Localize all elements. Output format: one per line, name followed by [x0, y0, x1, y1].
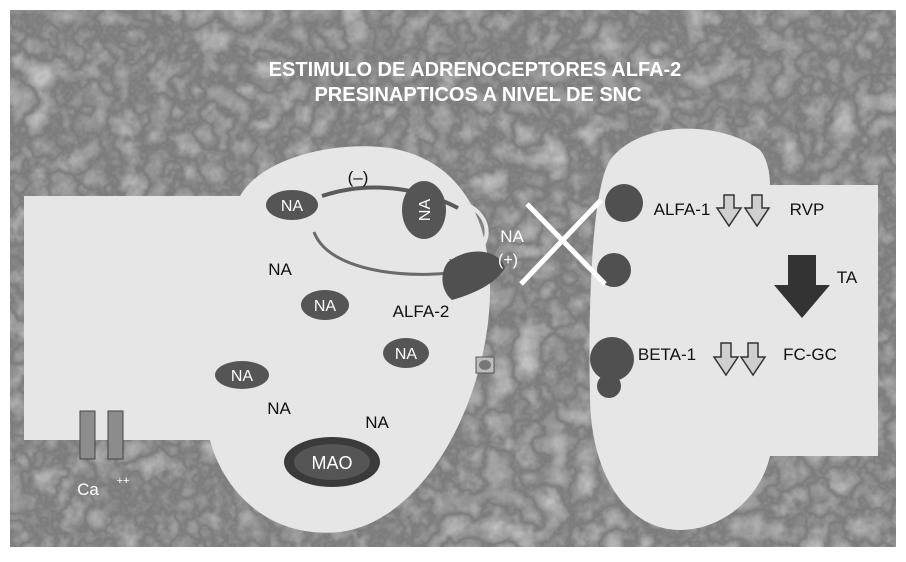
- receptor-low-site: [597, 374, 621, 398]
- fcgc-label: FC-GC: [783, 345, 837, 364]
- mao-enzyme: MAO: [284, 437, 380, 487]
- na-free-label: NA: [268, 260, 292, 279]
- na-vesicle-label: NA: [395, 346, 418, 363]
- title-line-2: PRESINAPTICOS A NIVEL DE SNC: [314, 84, 641, 106]
- na-vesicle-label: NA: [314, 298, 337, 315]
- calcium-channel-right: [107, 410, 124, 460]
- na-vesicle: [215, 361, 269, 389]
- presynaptic-neuron: Ca ++: [24, 146, 490, 533]
- rvp-label: RVP: [790, 200, 825, 219]
- title-line-1: ESTIMULO DE ADRENOCEPTORES ALFA-2: [269, 59, 682, 81]
- block-cross-line-b: [519, 198, 603, 286]
- na-vesicle-group: NA NA NA NA: [215, 190, 429, 389]
- mao-inner: [294, 444, 370, 480]
- down-arrow-icon: [715, 194, 743, 228]
- na-vesicle: [301, 290, 349, 320]
- postsynaptic-body: [589, 128, 878, 531]
- inhibit-sign: (–): [348, 168, 369, 187]
- na-vesicle-label: NA: [281, 198, 304, 215]
- na-vesicle: [383, 338, 429, 368]
- alfa2-label: ALFA-2: [393, 302, 450, 321]
- calcium-channel-left: [79, 410, 96, 460]
- down-arrow-icon: [712, 342, 740, 377]
- down-arrow-icon: [743, 194, 771, 228]
- na-vesicle: [266, 190, 318, 220]
- beta1-label: BETA-1: [638, 345, 696, 364]
- na-vesicle-label: NA: [231, 368, 254, 385]
- release-sign: (+): [498, 252, 518, 269]
- receptor-beta1-site: [590, 337, 634, 381]
- na-free-label: NA: [267, 399, 291, 418]
- alfa2-receptor-shape: [442, 251, 505, 300]
- down-arrow-icon: [739, 342, 767, 377]
- calcium-charge: ++: [117, 475, 130, 487]
- ta-label: TA: [837, 268, 858, 287]
- alfa2-receptor: NA: [402, 181, 505, 300]
- block-cross-line-a: [525, 202, 607, 286]
- calcium-label: Ca: [77, 480, 99, 499]
- presynaptic-body: [24, 146, 490, 533]
- receptor-na-label: NA: [417, 199, 434, 222]
- receptor-mid-site: [597, 253, 631, 287]
- reuptake-arrow: [454, 198, 489, 252]
- receptor-alfa1-site: [605, 184, 643, 222]
- receptor-na-vesicle: [402, 181, 446, 239]
- transporter-core: [479, 360, 491, 370]
- ta-down-arrow-icon: [774, 255, 830, 318]
- synaptic-na-label: NA: [500, 227, 524, 246]
- mao-label: MAO: [311, 453, 352, 473]
- na-free-label: NA: [365, 413, 389, 432]
- alfa1-label: ALFA-1: [654, 200, 711, 219]
- postsynaptic-neuron: [589, 128, 878, 531]
- transporter-icon: [475, 356, 495, 374]
